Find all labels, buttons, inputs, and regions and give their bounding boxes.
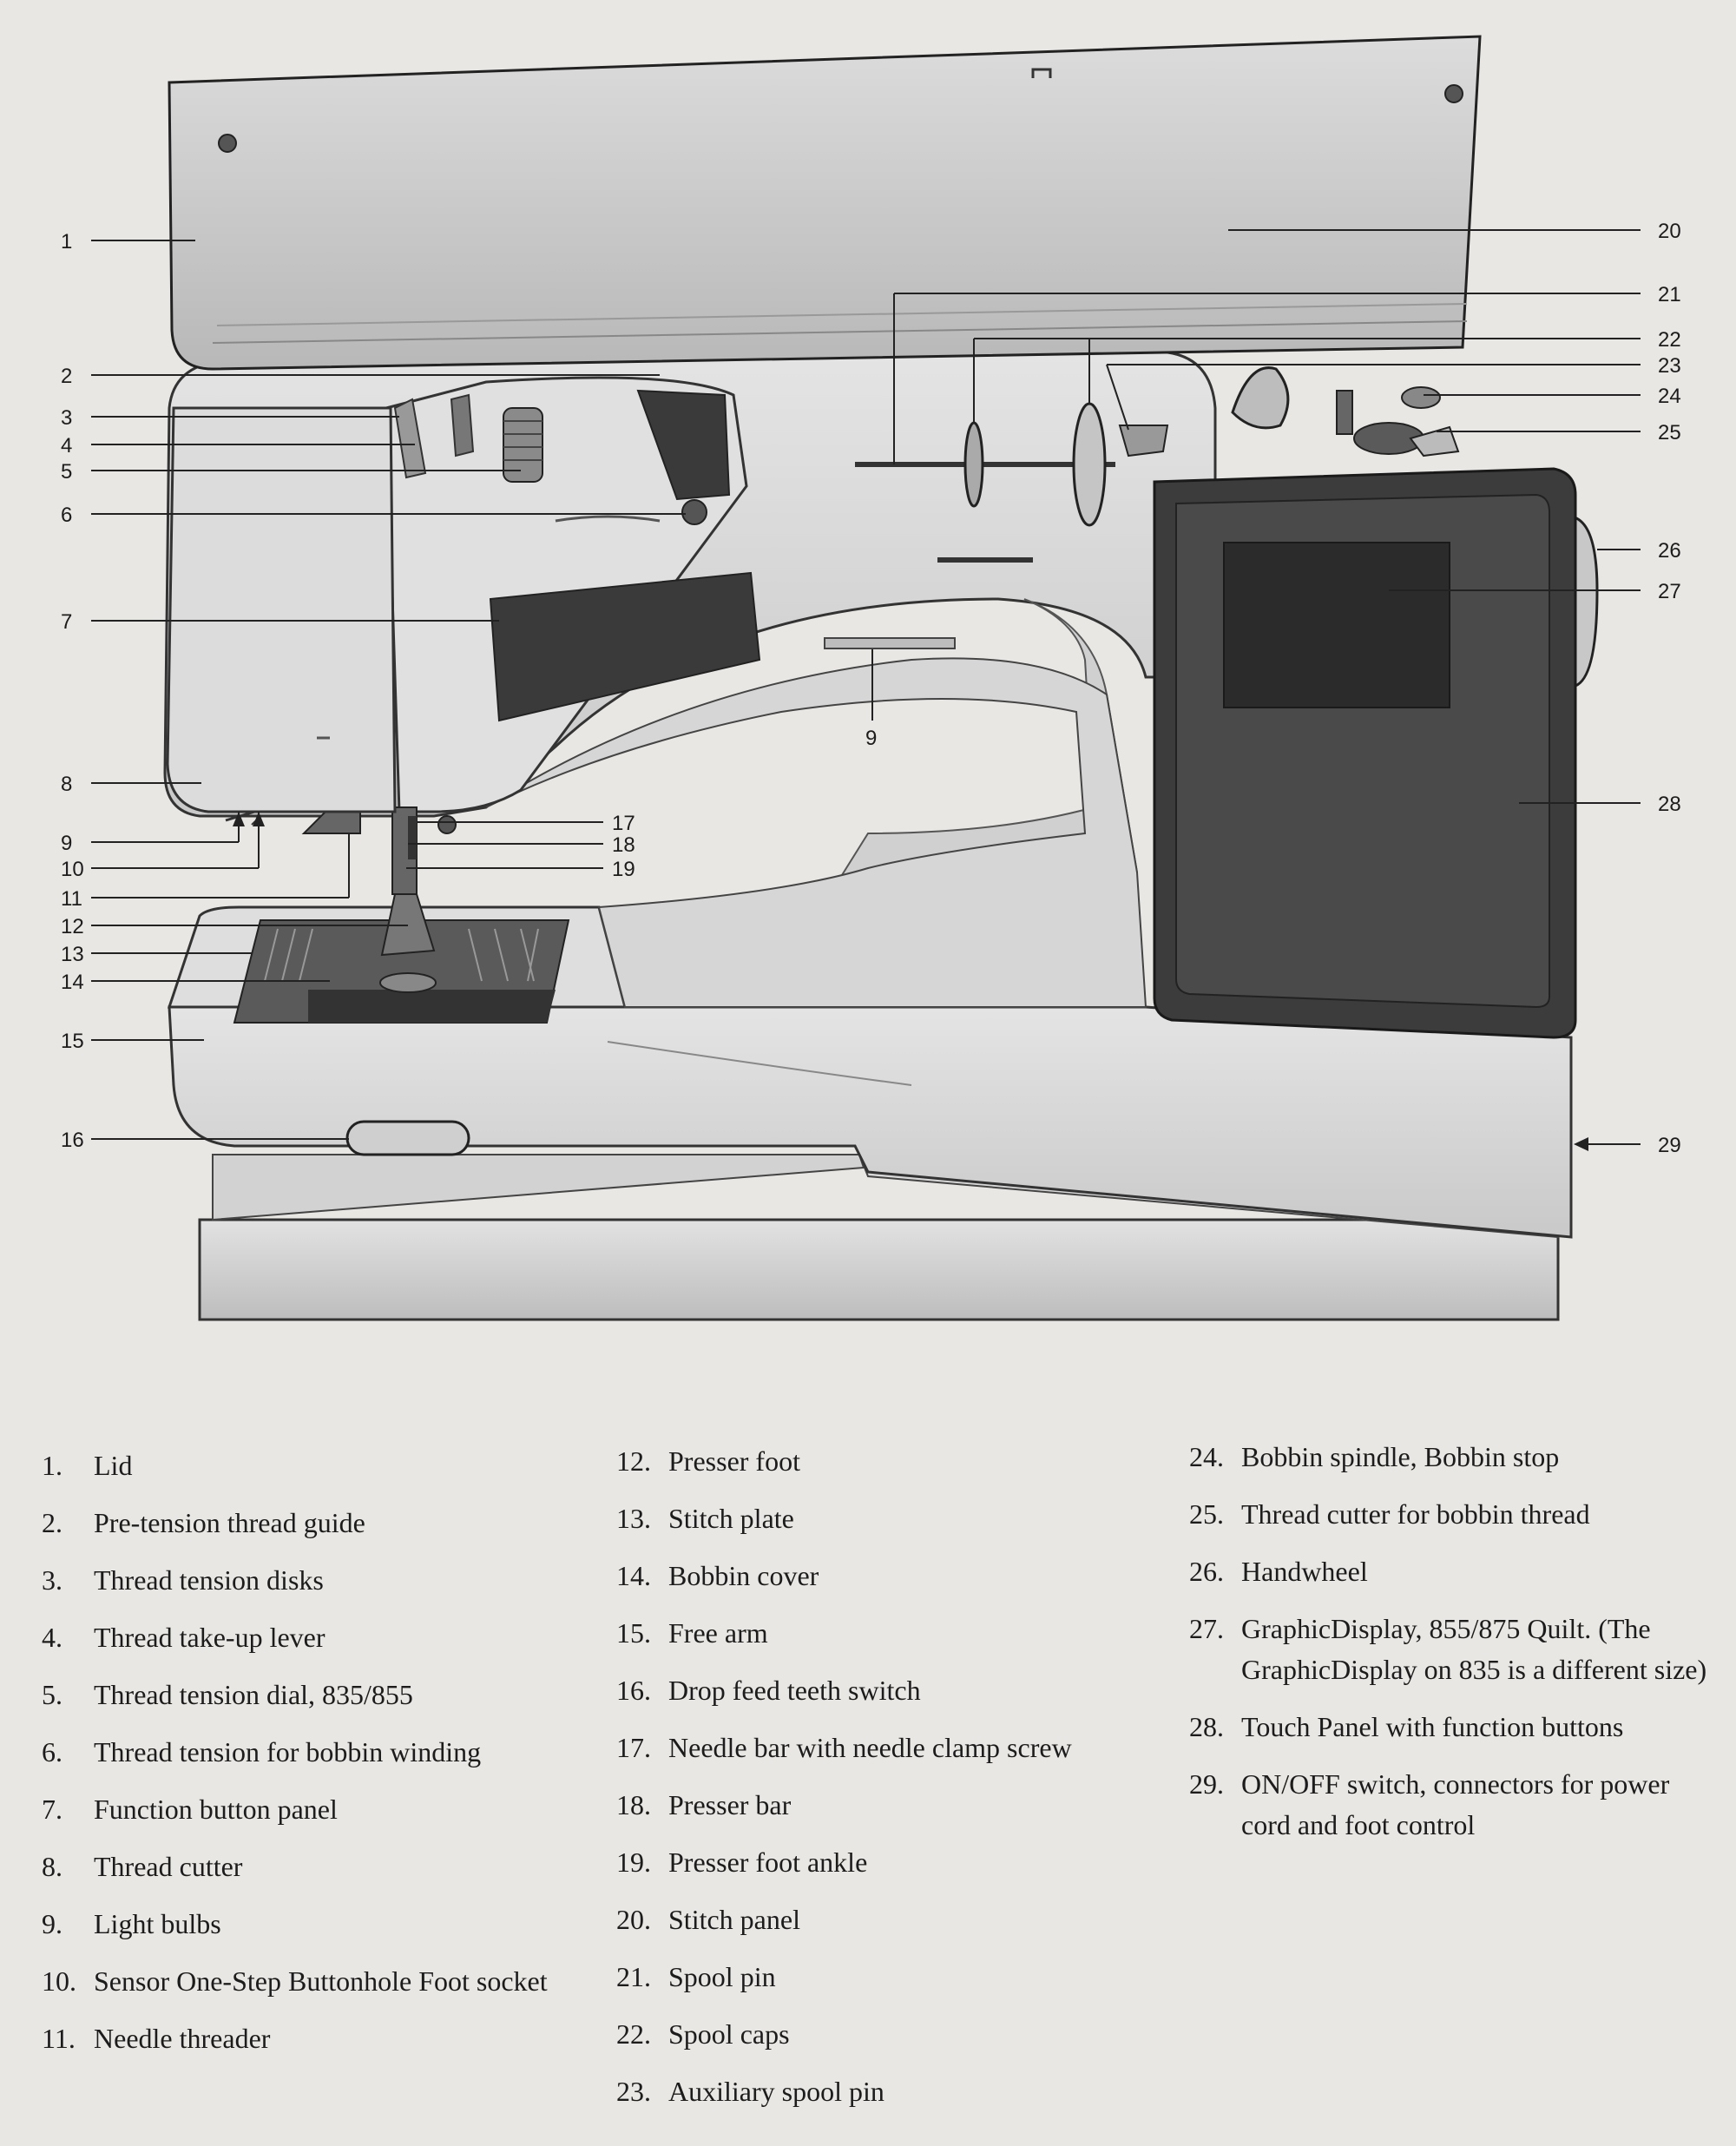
legend-column-1: 1.Lid 2.Pre-tension thread guide 3.Threa… — [42, 1445, 597, 2076]
legend-column-3: 24.Bobbin spindle, Bobbin stop 25.Thread… — [1189, 1437, 1719, 1862]
callout-12: 12 — [61, 915, 84, 938]
callout-28: 28 — [1658, 793, 1681, 816]
legend-item: 19.Presser foot ankle — [616, 1846, 868, 1878]
legend-item: 9.Light bulbs — [42, 1908, 221, 1939]
callout-29: 29 — [1658, 1134, 1681, 1157]
tension-assembly — [393, 389, 731, 525]
legend-item: 28.Touch Panel with function buttons — [1189, 1711, 1624, 1742]
legend-item: 8.Thread cutter — [42, 1851, 243, 1882]
legend-item: 26.Handwheel — [1189, 1556, 1368, 1587]
callout-numbers-left: 1 2 3 4 5 6 7 8 9 10 11 12 13 14 15 16 — [61, 230, 84, 1152]
legend-item: 10.Sensor One-Step Buttonhole Foot socke… — [42, 1965, 548, 1997]
leader-lines-center — [406, 649, 873, 869]
machine-arm — [163, 350, 1217, 1008]
legend-item: 3.Thread tension disks — [42, 1564, 324, 1596]
legend-column-2: 12.Presser foot 13.Stitch plate 14.Bobbi… — [616, 1441, 1172, 2129]
legend-item: 23.Auxiliary spool pin — [616, 2076, 884, 2107]
callout-8: 8 — [61, 773, 72, 796]
callout-27: 27 — [1658, 580, 1681, 603]
callout-5: 5 — [61, 460, 72, 484]
legend-item: 5.Thread tension dial, 835/855 — [42, 1679, 413, 1710]
touch-panel — [1153, 467, 1577, 1039]
legend-item: 4.Thread take-up lever — [42, 1622, 326, 1653]
legend-item: 18.Presser bar — [616, 1789, 792, 1820]
legend-item: 25.Thread cutter for bobbin thread — [1189, 1498, 1590, 1530]
callout-7: 7 — [61, 610, 72, 634]
callout-13: 13 — [61, 943, 84, 966]
callout-26: 26 — [1658, 539, 1681, 563]
callout-17: 17 — [612, 812, 635, 835]
callout-22: 22 — [1658, 328, 1681, 352]
legend-item: 11.Needle threader — [42, 2023, 271, 2054]
leader-lines-left — [91, 240, 686, 1140]
legend-item: 27.GraphicDisplay, 855/875 Quilt. (The G… — [1189, 1613, 1707, 1685]
callout-numbers-right: 20 21 22 23 24 25 26 27 28 29 — [1658, 220, 1681, 1157]
legend-item: 24.Bobbin spindle, Bobbin stop — [1189, 1441, 1560, 1472]
legend-item: 20.Stitch panel — [616, 1904, 800, 1935]
callout-1: 1 — [61, 230, 72, 253]
stitch-plate — [233, 919, 570, 1024]
legend-item: 29.ON/OFF switch, connectors for power c… — [1189, 1768, 1670, 1840]
legend-item: 17.Needle bar with needle clamp screw — [616, 1732, 1072, 1763]
legend-item: 6.Thread tension for bobbin winding — [42, 1736, 482, 1767]
callout-2: 2 — [61, 365, 72, 388]
callout-14: 14 — [61, 971, 84, 994]
lid — [168, 35, 1482, 371]
callout-21: 21 — [1658, 283, 1681, 306]
legend-item: 1.Lid — [42, 1450, 133, 1481]
legend-item: 16.Drop feed teeth switch — [616, 1675, 921, 1706]
callout-16: 16 — [61, 1129, 84, 1152]
leader-lines-right — [893, 229, 1641, 1145]
callout-3: 3 — [61, 406, 72, 430]
drop-feed-switch — [345, 1120, 470, 1156]
end-cover — [166, 406, 397, 813]
callout-18: 18 — [612, 833, 635, 857]
needle-assembly — [225, 806, 457, 957]
legend-item: 2.Pre-tension thread guide — [42, 1507, 365, 1538]
callout-9-center: 9 — [865, 727, 877, 750]
legend-item: 14.Bobbin cover — [616, 1560, 819, 1591]
callout-10: 10 — [61, 858, 84, 881]
callout-20: 20 — [1658, 220, 1681, 243]
callout-15: 15 — [61, 1030, 84, 1053]
callout-6: 6 — [61, 504, 72, 527]
sewing-machine-diagram: 1 2 3 4 5 6 7 8 9 10 11 12 13 14 15 16 1… — [61, 35, 1681, 1321]
callout-numbers-center: 17 18 19 9 — [612, 727, 877, 881]
legend-item: 12.Presser foot — [616, 1445, 800, 1477]
tension-dial — [503, 407, 543, 483]
bobbin-winder — [1231, 366, 1460, 458]
machine-base — [198, 1154, 1560, 1321]
graphic-display — [1223, 542, 1450, 708]
legend-item: 22.Spool caps — [616, 2018, 790, 2050]
callout-24: 24 — [1658, 385, 1681, 408]
callout-11: 11 — [61, 887, 82, 911]
legend-item: 15.Free arm — [616, 1617, 768, 1649]
callout-23: 23 — [1658, 354, 1681, 378]
legend-item: 13.Stitch plate — [616, 1503, 794, 1534]
callout-19: 19 — [612, 858, 635, 881]
callout-9: 9 — [61, 832, 72, 855]
callout-25: 25 — [1658, 421, 1681, 444]
legend-item: 21.Spool pin — [616, 1961, 776, 1992]
legend-item: 7.Function button panel — [42, 1794, 338, 1825]
callout-4: 4 — [61, 434, 72, 458]
